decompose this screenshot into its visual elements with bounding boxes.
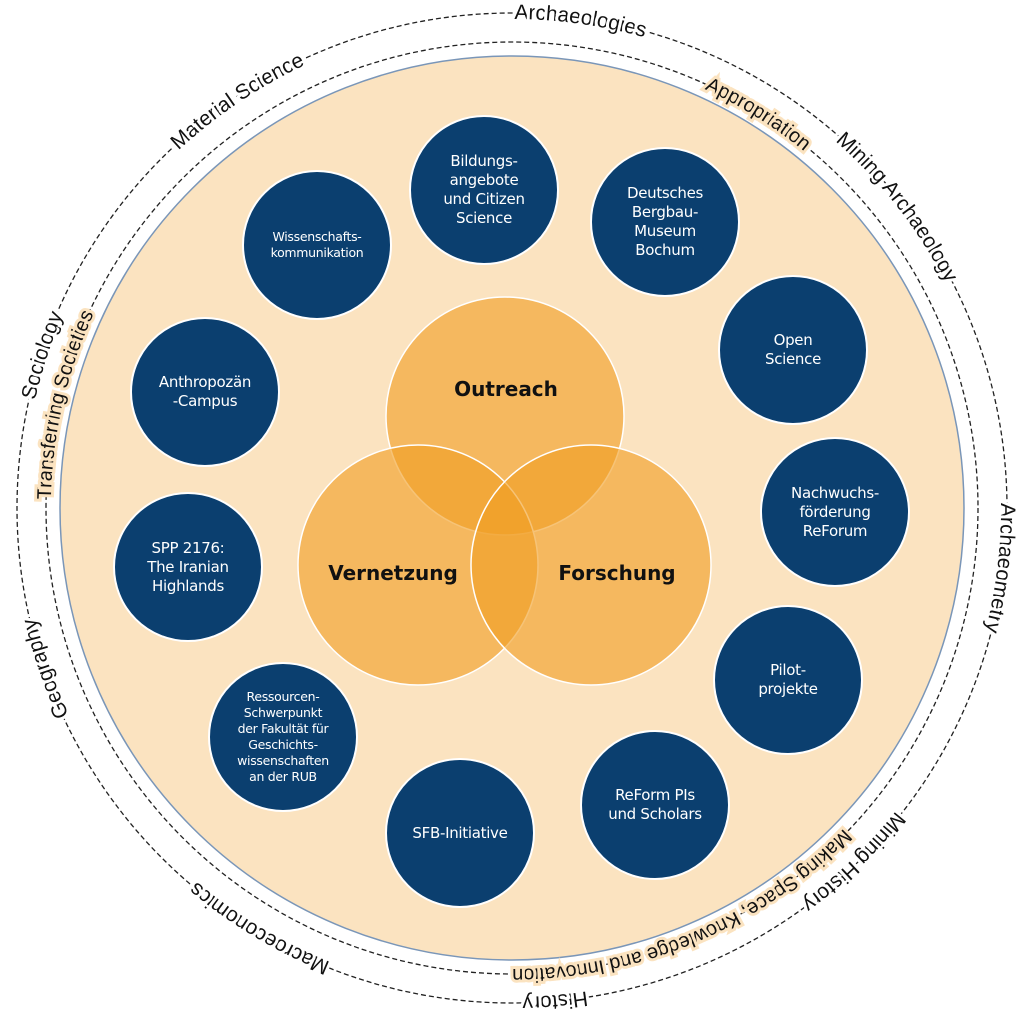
inner-dashed-ring <box>45 41 979 975</box>
node-nachwuchsfoerderung: Nachwuchs- förderung ReForum <box>760 437 910 587</box>
venn-circle-forschung <box>470 444 712 686</box>
node-anthropozaen-campus: Anthropozän -Campus <box>130 317 280 467</box>
node-sfb-initiative: SFB-Initiative <box>385 758 535 908</box>
node-spp-2176: SPP 2176: The Iranian Highlands <box>113 492 263 642</box>
venn-diagram <box>297 296 712 686</box>
outer-ring-label: Geography <box>17 616 73 722</box>
outer-ring-label: Archaeologies <box>514 1 649 42</box>
node-wissenschaftskommunikation: Wissenschafts- kommunikation <box>242 170 392 320</box>
outer-dashed-ring <box>16 12 1008 1004</box>
outer-ring-label: History <box>522 987 590 1016</box>
node-open-science: Open Science <box>718 275 868 425</box>
node-reform-pis: ReForm PIs und Scholars <box>580 730 730 880</box>
outer-ring-label: Archaeometry <box>981 503 1020 636</box>
venn-label-forschung: Forschung <box>558 561 676 585</box>
node-bildungsangebote: Bildungs- angebote und Citizen Science <box>409 115 559 265</box>
venn-label-outreach: Outreach <box>454 377 558 401</box>
node-bergbau-museum: Deutsches Bergbau- Museum Bochum <box>590 147 740 297</box>
node-pilotprojekte: Pilot- projekte <box>713 605 863 755</box>
node-ressourcen-schwerpunkt: Ressourcen- Schwerpunkt der Fakultät für… <box>208 662 358 812</box>
venn-label-vernetzung: Vernetzung <box>328 561 458 585</box>
